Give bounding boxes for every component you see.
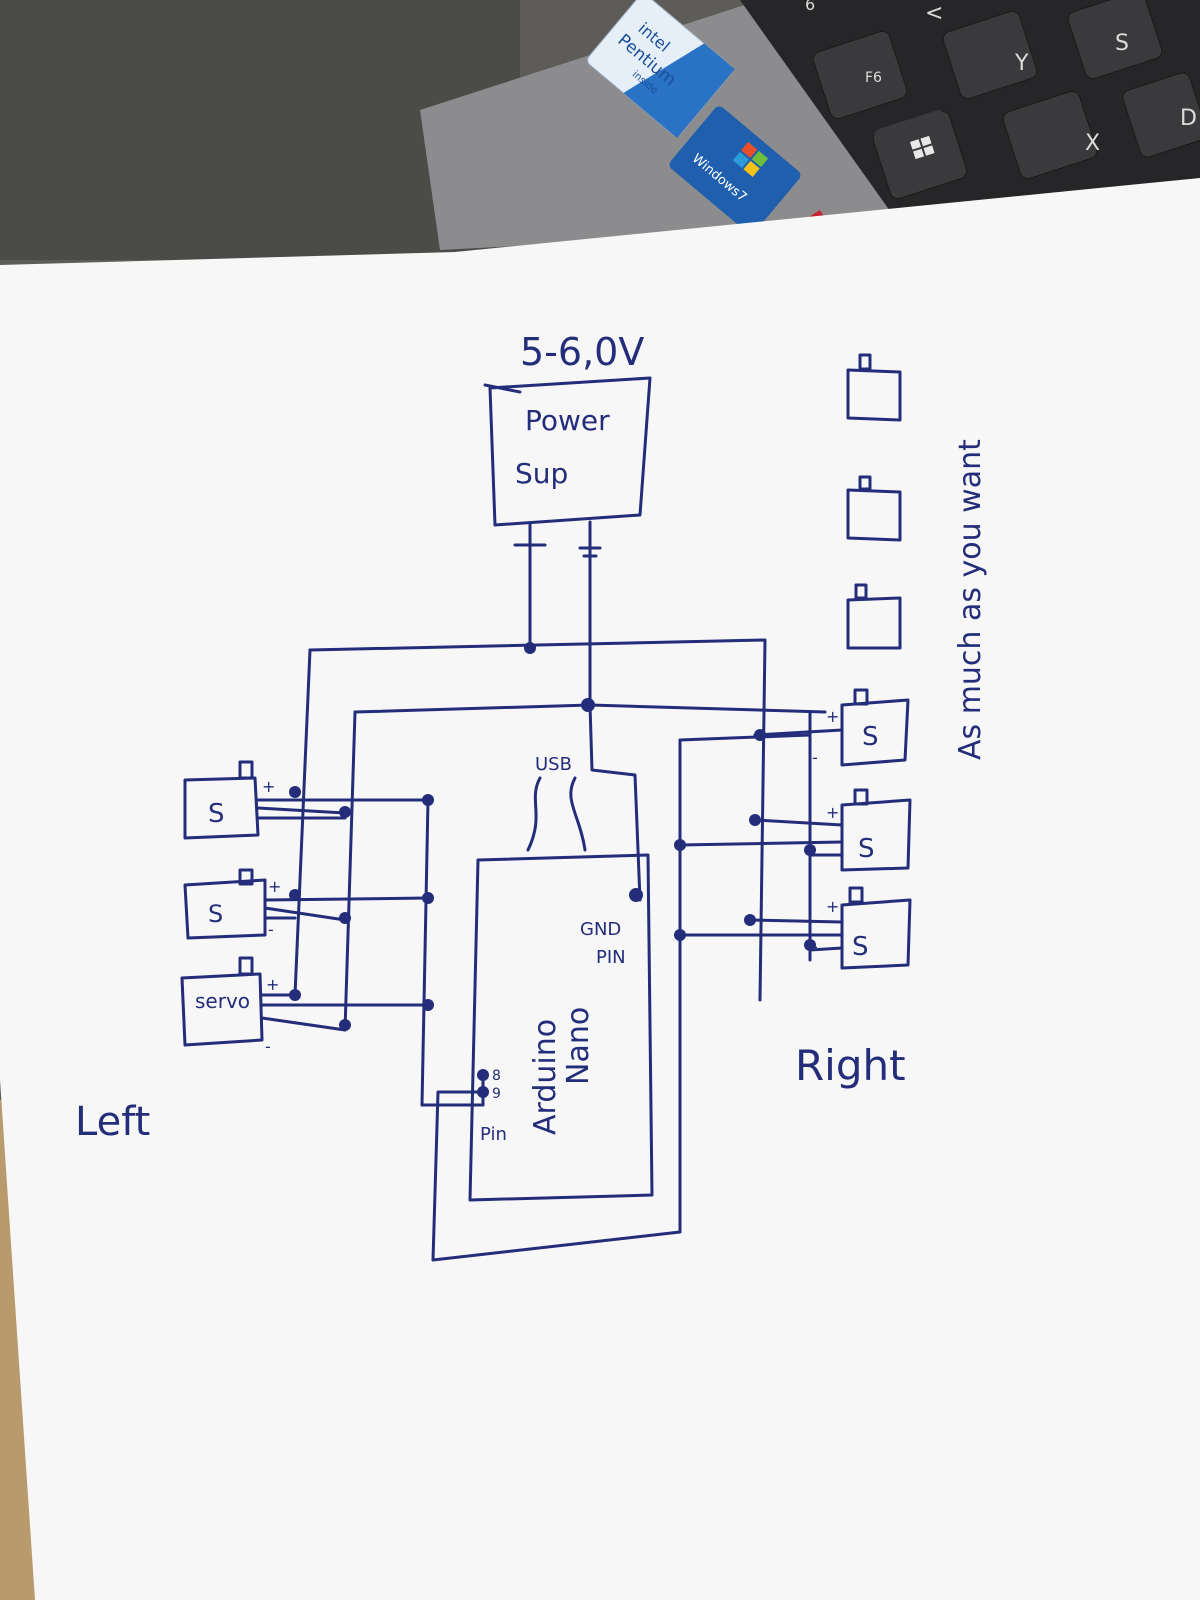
intel-pentium-sticker: intel Pentium inside	[587, 0, 735, 139]
right-label: Right	[795, 1041, 906, 1090]
svg-text:S: S	[862, 722, 879, 752]
svg-text:+: +	[826, 707, 839, 726]
gnd-pin-dot	[629, 888, 643, 902]
right-servo-1: S + -	[812, 688, 910, 767]
key-labels: Y X S F6 6 < D	[805, 0, 1197, 156]
windows-key	[874, 110, 961, 189]
voltage-label: 5-6,0V	[520, 330, 644, 374]
power-supply-label-line2: Sup	[515, 457, 568, 490]
svg-text:S: S	[852, 932, 869, 962]
right-servo-wires	[674, 710, 844, 962]
right-servo-2: S +	[826, 788, 912, 872]
key-6: 6	[805, 0, 815, 14]
svg-text:S: S	[208, 799, 225, 829]
gnd-wire-to-arduino	[588, 703, 642, 902]
svg-text:+: +	[266, 975, 279, 994]
svg-text:S: S	[858, 834, 875, 864]
svg-text:+: +	[262, 777, 275, 796]
left-servo-1: S +	[183, 760, 275, 840]
key-f6: F6	[865, 70, 882, 86]
left-servo-wires	[256, 786, 485, 1107]
left-label: Left	[75, 1099, 150, 1145]
schematic-drawing: 5-6,0V Power Sup S + S	[75, 330, 988, 1262]
note-label: As much as you want	[953, 439, 988, 760]
pin-label: Pin	[480, 1124, 507, 1145]
usb-cable-left	[526, 776, 542, 852]
svg-text:-: -	[265, 1037, 271, 1056]
extra-servo-outlines	[846, 353, 902, 650]
power-supply-box	[488, 376, 652, 527]
key-y: Y	[1014, 51, 1029, 76]
svg-text:-: -	[812, 748, 818, 767]
key-s: S	[1115, 31, 1129, 56]
pin9-signal-wire	[431, 733, 812, 1262]
arduino-label-line2: Nano	[561, 1007, 596, 1085]
servo-label: servo	[195, 989, 250, 1013]
arduino-label-line1: Arduino	[528, 1019, 563, 1135]
power-supply-label-line1: Power	[525, 404, 610, 437]
key-d: D	[1180, 106, 1197, 131]
usb-cable-right	[569, 776, 587, 852]
plus-rail	[308, 638, 767, 1002]
pin-8-dot	[477, 1069, 489, 1081]
svg-text:+: +	[826, 897, 839, 916]
pin-9-label: 9	[492, 1086, 501, 1102]
key-less-than: <	[925, 1, 943, 26]
svg-text:S: S	[208, 900, 223, 928]
usb-label: USB	[535, 754, 572, 775]
svg-text:+: +	[268, 877, 281, 896]
arduino-nano-board	[468, 853, 654, 1202]
key-x: X	[1085, 131, 1100, 156]
pin-8-label: 8	[492, 1068, 501, 1084]
svg-text:+: +	[826, 803, 839, 822]
gnd-pin-label-line1: GND	[580, 919, 621, 940]
left-servo-2: S + -	[183, 868, 281, 940]
gnd-pin-label-line2: PIN	[596, 947, 626, 968]
paper-sheet	[0, 178, 1200, 1600]
svg-text:-: -	[268, 920, 274, 939]
left-servo-3: servo + -	[180, 956, 279, 1056]
